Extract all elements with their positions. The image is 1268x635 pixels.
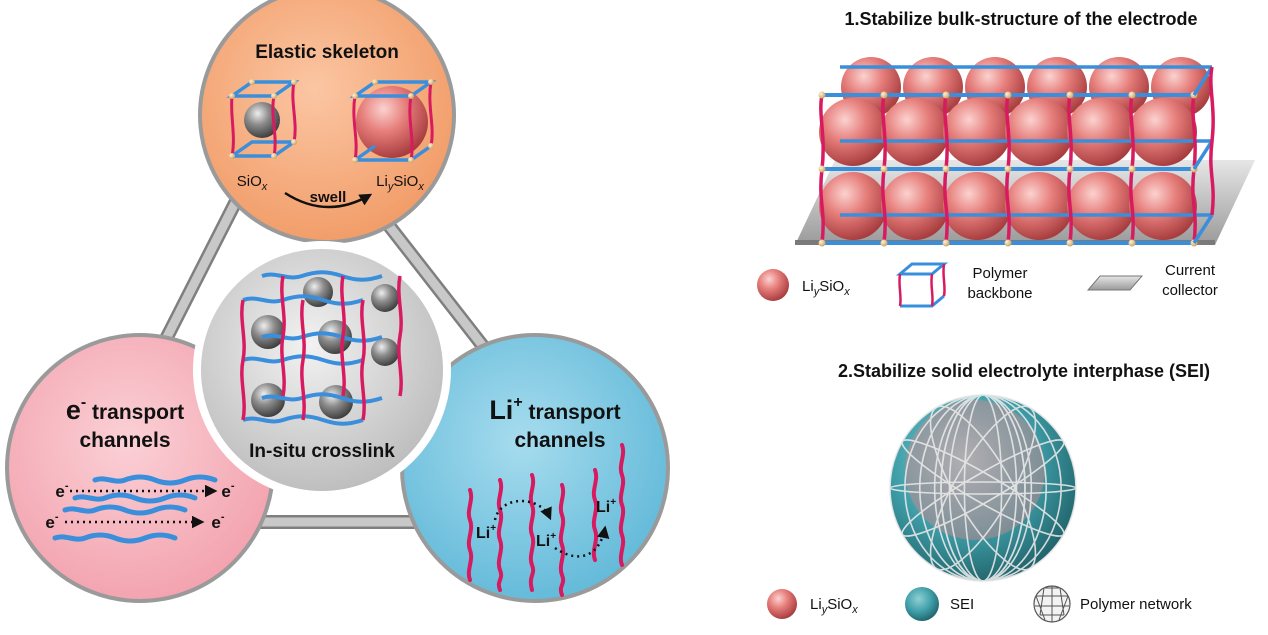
legend-sei: LiySiOx SEI Polymer network: [767, 585, 1192, 623]
heading-bulk-structure: 1.Stabilize bulk-structure of the electr…: [844, 9, 1197, 29]
elastic-skeleton-title: Elastic skeleton: [255, 42, 399, 63]
crosslink-node: [1128, 91, 1136, 99]
liysiox-sphere: [1067, 172, 1135, 240]
siox-cube-icon: [226, 79, 300, 159]
crosslink-node: [942, 239, 950, 247]
polymer-backbone-cube-icon: [895, 262, 949, 308]
crosslink-label: In-situ crosslink: [249, 441, 395, 462]
polymer-network-strand: [889, 394, 1077, 582]
legend1-liysiox-label: LiySiOx: [802, 278, 850, 298]
crosslink-node: [818, 91, 826, 99]
crosslink-node: [880, 91, 888, 99]
siox-label: SiOx: [237, 173, 268, 193]
electron-hop-arrows: [65, 484, 218, 529]
crosslink-node: [1066, 239, 1074, 247]
polymer-network-mesh: [889, 394, 1077, 582]
crosslink-node: [880, 239, 888, 247]
liysiox-sphere: [881, 98, 949, 166]
legend1-collector-line1: Current: [1165, 262, 1216, 279]
legend2-network-label: Polymer network: [1080, 596, 1192, 613]
electron-label-3: e-: [45, 511, 58, 532]
lithium-label-2: Li+: [536, 531, 556, 550]
electron-label-1: e-: [55, 480, 68, 501]
liysiox-sphere: [1129, 98, 1197, 166]
electron-title-line2: channels: [79, 429, 170, 452]
crosslink-node: [1004, 91, 1012, 99]
liysiox-label-top: LiySiOx: [376, 173, 424, 193]
polymer-network-legend-icon: [1033, 585, 1071, 623]
electron-label-2: e-: [221, 480, 234, 501]
electrode-block-illustration: [795, 57, 1255, 247]
crosslink-network-icon: [240, 270, 403, 426]
swell-arrow: [284, 191, 373, 209]
crosslink-node: [1004, 165, 1012, 173]
legend-bulk: LiySiOx Polymer backbone Current collect…: [757, 262, 1218, 308]
liysiox-sphere: [943, 98, 1011, 166]
liysiox-cube-icon: [349, 79, 437, 163]
crosslink-node: [1128, 165, 1136, 173]
crosslink-node: [1004, 239, 1012, 247]
crosslink-node: [942, 91, 950, 99]
crosslink-node: [1128, 239, 1136, 247]
polymer-blue-strand: [1192, 66, 1214, 96]
electron-label-4: e-: [211, 511, 224, 532]
liysiox-sphere: [881, 172, 949, 240]
lithium-label-3: Li+: [596, 497, 616, 516]
polymer-chains: [466, 443, 626, 597]
electron-title: e- transport: [66, 394, 184, 425]
sei-sphere-illustration: [889, 394, 1077, 582]
lithium-title-line2: channels: [514, 429, 605, 452]
heading-sei: 2.Stabilize solid electrolyte interphase…: [838, 361, 1210, 381]
crosslink-node: [942, 165, 950, 173]
polymer-blue-strand: [1192, 140, 1214, 170]
legend2-liysiox-label: LiySiOx: [810, 596, 858, 616]
liysiox-legend2-sphere-icon: [767, 589, 797, 619]
lithium-transport-panel: Li+ transport channels Li+ Li+ Li+: [400, 333, 670, 603]
liysiox-sphere: [819, 98, 887, 166]
liysiox-sphere: [1129, 172, 1197, 240]
swell-label: swell: [310, 189, 347, 206]
liysiox-sphere: [943, 172, 1011, 240]
sei-legend-icon: [905, 587, 939, 621]
crosslink-node: [1066, 165, 1074, 173]
crosslink-node: [880, 165, 888, 173]
liysiox-sphere: [1005, 172, 1073, 240]
liysiox-sphere: [1067, 98, 1135, 166]
liysiox-sphere: [819, 172, 887, 240]
crosslink-node: [818, 165, 826, 173]
liysiox-legend-sphere-icon: [757, 269, 789, 301]
lithium-hop-arrows: [493, 499, 610, 558]
polymer-pink-strand: [1209, 66, 1215, 216]
current-collector-icon: [1086, 275, 1144, 291]
legend1-collector-line2: collector: [1162, 282, 1218, 299]
lithium-title: Li+ transport: [489, 394, 620, 425]
legend1-polymer-line1: Polymer: [972, 265, 1027, 282]
legend1-polymer-line2: backbone: [967, 285, 1032, 302]
liysiox-sphere: [1005, 98, 1073, 166]
lithium-label-1: Li+: [476, 523, 496, 542]
polymer-blue-strand: [1192, 214, 1214, 244]
sphere-grid: [818, 57, 1215, 247]
legend2-sei-label: SEI: [950, 596, 974, 613]
crosslink-node: [818, 239, 826, 247]
crosslink-panel: In-situ crosslink: [193, 241, 451, 499]
elastic-skeleton-panel: Elastic skeleton SiOx LiySiOx swell: [198, 0, 456, 244]
crosslink-node: [1066, 91, 1074, 99]
carbon-chains: [52, 474, 218, 544]
